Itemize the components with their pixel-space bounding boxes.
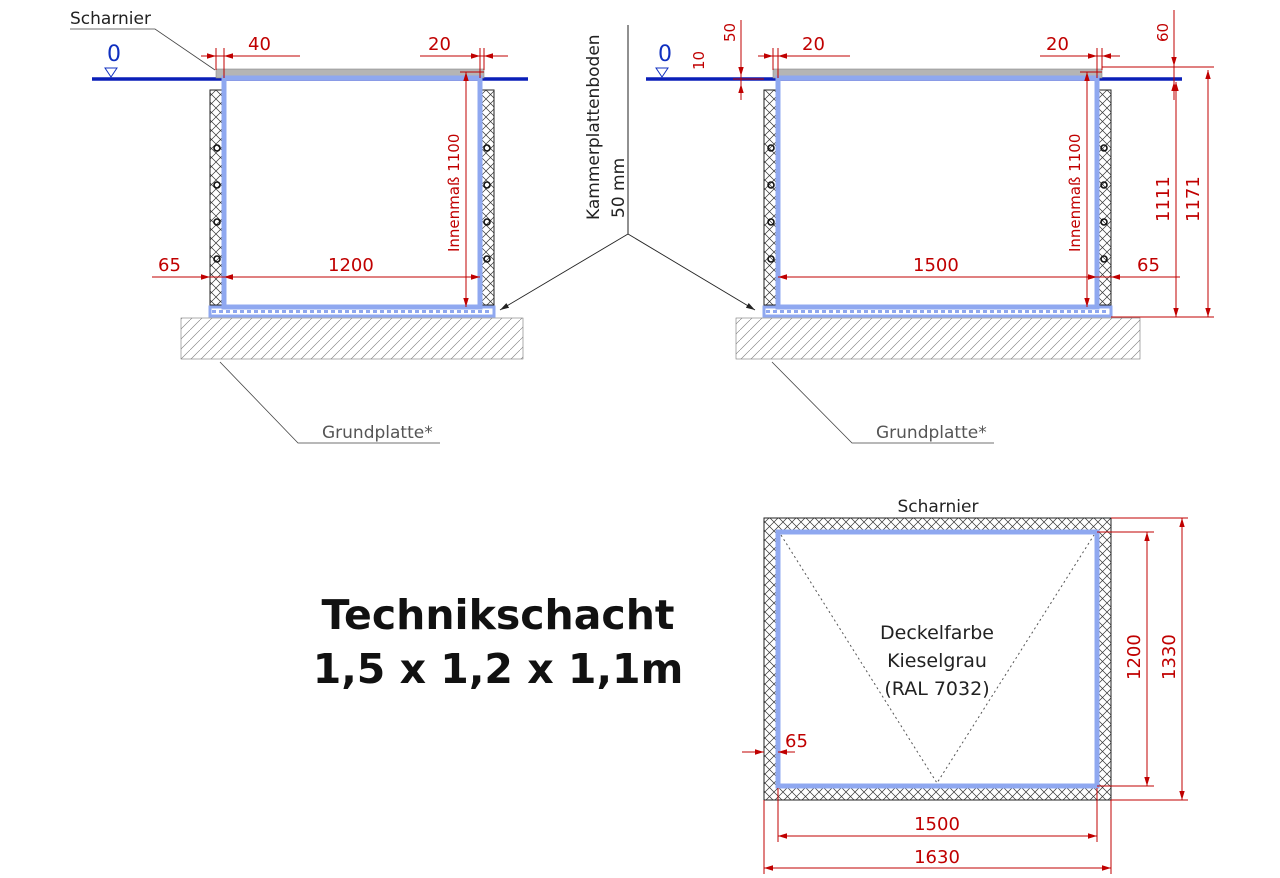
chamber-floor-callout: Kammerplattenboden 50 mm: [499, 25, 756, 311]
dim-lid-overhang-right-left: 20: [428, 34, 451, 55]
drawing-title: Technikschacht 1,5 x 1,2 x 1,1m: [313, 591, 684, 693]
lid-color-line-2: Kieselgrau: [887, 650, 987, 672]
hinge-leader-left: [70, 28, 216, 71]
dim-outer-depth-top-view: 1330: [1159, 634, 1180, 680]
right-section-view: 0 50 10 20 20 60 1111 1171: [646, 10, 1214, 444]
dim-inner-width-right: 1500: [913, 255, 959, 276]
top-view: Scharnier Deckelfarbe Kieselgrau (RAL 70…: [742, 497, 1188, 874]
lid-color-line-3: (RAL 7032): [884, 678, 989, 700]
dim-lid-offset-right: 10: [690, 51, 708, 70]
chamber-floor-left: [208, 305, 496, 318]
level-zero-right: 0: [658, 42, 672, 67]
dim-lid-thickness-right: 50: [721, 23, 739, 42]
hinge-label-left: Scharnier: [70, 9, 151, 29]
level-zero-left: 0: [107, 42, 121, 67]
wall-bolts-left: [213, 144, 491, 263]
chamber-floor-thickness: 50 mm: [609, 158, 629, 218]
chamber-floor-label: Kammerplattenboden: [584, 34, 604, 220]
base-plate-left: [180, 317, 524, 360]
base-leader-right: [771, 361, 994, 444]
dim-top-offset-right: 60: [1154, 23, 1172, 42]
chamber-floor-right: [762, 305, 1113, 318]
hinge-label-top-view: Scharnier: [898, 497, 979, 517]
lid-color-line-1: Deckelfarbe: [880, 622, 994, 644]
dim-inner-width-top-view: 1500: [914, 814, 960, 835]
left-section-view: 0 Scharnier 40 20 65 1200 Innenmaß 1100 …: [70, 9, 528, 444]
dim-lid-overhang-right-right: 20: [1046, 34, 1069, 55]
wall-bolts-right: [767, 144, 1108, 263]
title-line-2: 1,5 x 1,2 x 1,1m: [313, 645, 684, 693]
dim-inner-height-left: Innenmaß 1100: [445, 134, 463, 252]
base-leader-left: [219, 361, 440, 444]
dim-wall-right: 65: [1137, 255, 1160, 276]
title-line-1: Technikschacht: [322, 591, 675, 639]
top-view-frame: [775, 529, 1100, 789]
base-plate-label-left: Grundplatte*: [322, 423, 433, 443]
dim-wall-left: 65: [158, 255, 181, 276]
dim-outer-width-top-view: 1630: [914, 847, 960, 868]
dim-inner-height-right: Innenmaß 1100: [1066, 134, 1084, 252]
dim-inner-depth-top-view: 1200: [1124, 634, 1145, 680]
dim-wall-top-view: 65: [785, 731, 808, 752]
base-plate-label-right: Grundplatte*: [876, 423, 987, 443]
dim-inner-width-left: 1200: [328, 255, 374, 276]
dim-lid-overhang-left-right: 20: [802, 34, 825, 55]
dim-height-inner-right: 1111: [1153, 176, 1174, 222]
base-plate-right: [735, 317, 1141, 360]
dim-lid-overhang-left: 40: [248, 34, 271, 55]
dim-height-total-right: 1171: [1183, 176, 1204, 222]
